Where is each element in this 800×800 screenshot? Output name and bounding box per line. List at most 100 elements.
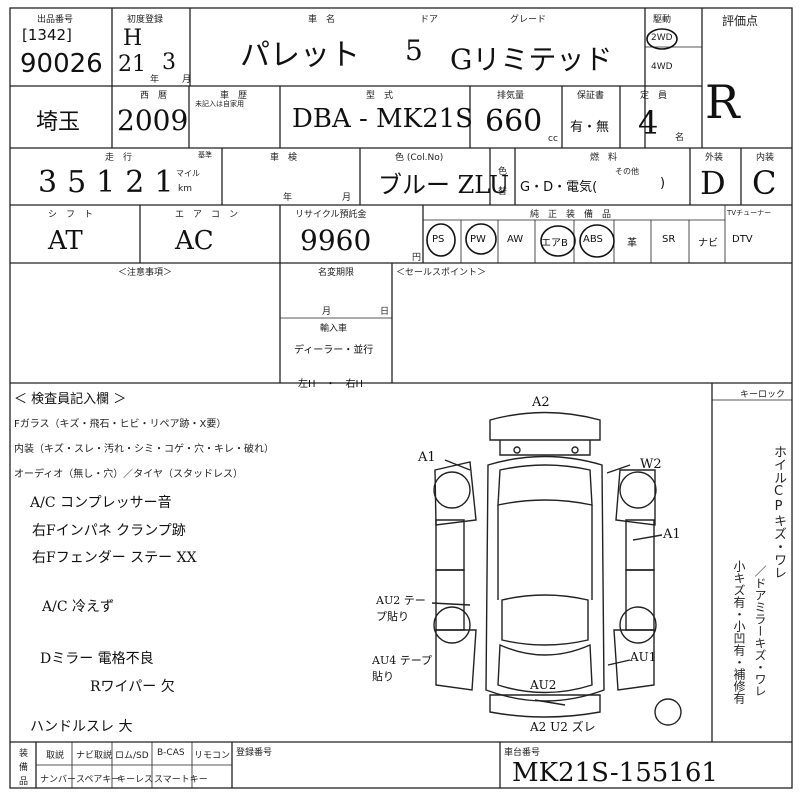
shift: AT xyxy=(48,226,83,256)
side-note-3: ／ドアミラーキズ・ワレ xyxy=(753,565,767,697)
lot-number: 90026 xyxy=(20,49,103,79)
note-7: ハンドルスレ 大 xyxy=(30,719,133,735)
fuel-close: ) xyxy=(660,176,666,191)
equip-leather: 革 xyxy=(627,238,637,249)
footer-item-remote: リモコン xyxy=(194,751,231,761)
interior-label: 内装 xyxy=(756,153,775,163)
equip-navi: ナビ xyxy=(698,238,718,249)
capacity-label: 定 員 xyxy=(640,91,668,101)
chassis-label: 車台番号 xyxy=(504,748,541,758)
footer-item-smart-key: スマートキー xyxy=(154,775,208,785)
equip-pw: PW xyxy=(470,234,486,245)
note-2: 右Fインパネ クランプ跡 xyxy=(32,523,186,539)
history-label: 車 歴 xyxy=(220,91,248,101)
score-label: 評価点 xyxy=(722,14,759,28)
mile-unit: マイル xyxy=(176,169,200,178)
mark-right-front: W2 xyxy=(640,457,662,472)
west-year-label: 西 暦 xyxy=(140,91,168,101)
color-change-1: 色 xyxy=(498,167,508,177)
side-note-2: 小キズ有・小凹有・補修有 xyxy=(732,560,746,704)
footer-equip-1: 装 xyxy=(19,749,29,759)
equipment-label: 純 正 装 備 品 xyxy=(530,210,612,220)
footer-item-manual: 取説 xyxy=(46,751,65,761)
first-reg-month: 3 xyxy=(162,50,176,75)
steering-option: 左H ・ 右H xyxy=(298,379,364,390)
interior-line: 内装（キズ・スレ・汚れ・シミ・コゲ・穴・キレ・破れ） xyxy=(14,444,274,455)
score-value: R xyxy=(705,75,740,129)
color-change-2: 替 xyxy=(498,187,508,197)
footer-item-bcas: B-CAS xyxy=(157,748,185,758)
mileage: 35121 xyxy=(38,165,184,200)
mileage-mark: 基準 xyxy=(198,151,212,159)
equip-dtv: DTV xyxy=(732,234,753,245)
footer-item-keyless: キーレス xyxy=(117,775,154,785)
equip-sr: SR xyxy=(662,234,676,245)
region: 埼玉 xyxy=(36,110,81,135)
mark-right-rear: AU1 xyxy=(630,650,657,664)
displacement: 660 xyxy=(485,104,543,139)
note-4: A/C 冷えず xyxy=(42,599,114,615)
keylock-label: キーロック xyxy=(740,390,786,400)
sales-point-label: ＜セールスポイント＞ xyxy=(396,268,487,278)
mark-rear: AU2 xyxy=(530,678,557,692)
reg-label: 登録番号 xyxy=(236,748,273,758)
mileage-label: 走 行 xyxy=(105,153,133,163)
fuel-options: G・D・電気( xyxy=(520,180,598,195)
door-count: 5 xyxy=(405,34,423,67)
mark-rear-bumper: A2 U2 ズレ xyxy=(530,720,596,734)
drive-2wd: 2WD xyxy=(651,33,673,43)
mark-left-rear: AU4 テープ貼り xyxy=(372,654,433,683)
drive-4wd: 4WD xyxy=(651,62,673,72)
warranty-label: 保証書 xyxy=(577,91,605,101)
grade: Gリミテッド xyxy=(450,43,613,76)
era: H xyxy=(123,26,143,51)
interior-grade: C xyxy=(752,164,777,202)
year-unit: 年 xyxy=(150,75,160,85)
km-unit: km xyxy=(178,184,192,194)
footer-equip-3: 品 xyxy=(19,777,29,787)
equip-abs: ABS xyxy=(583,234,603,245)
exterior-label: 外装 xyxy=(705,153,724,163)
name-change-day: 日 xyxy=(380,307,390,317)
equip-aw: AW xyxy=(507,234,524,245)
side-note-1: ホイルCPキズ・ワレ xyxy=(771,445,786,579)
inspector-title: ＜ 検査員記入欄 ＞ xyxy=(14,392,127,407)
capacity-unit: 名 xyxy=(675,133,685,143)
mark-left-rear-door: AU2 テープ貼り xyxy=(376,594,426,623)
footer-item-navi-manual: ナビ取説 xyxy=(76,751,113,761)
equip-ps: PS xyxy=(432,234,445,245)
glass-line: Fガラス（キズ・飛石・ヒビ・リペア跡・X要） xyxy=(14,419,227,430)
footer-item-spare-key: スペアキー xyxy=(76,775,121,785)
note-6: Rワイパー 欠 xyxy=(90,679,175,695)
car-name: パレット xyxy=(240,38,360,73)
notes-label: ＜注意事項＞ xyxy=(118,268,173,278)
recycle-label: リサイクル預託金 xyxy=(295,210,367,220)
import-label: 輸入車 xyxy=(320,324,348,334)
car-name-label: 車 名 xyxy=(308,15,336,25)
door-label: ドア xyxy=(420,15,439,25)
note-1: A/C コンプレッサー音 xyxy=(30,495,172,511)
inspection-label: 車 検 xyxy=(270,153,298,163)
footer-equip-2: 備 xyxy=(19,763,29,773)
warranty-value: 有・無 xyxy=(570,120,610,135)
dealer-option: ディーラー・並行 xyxy=(294,345,374,356)
grade-label: グレード xyxy=(510,15,547,25)
capacity: 4 xyxy=(638,104,659,142)
displacement-label: 排気量 xyxy=(497,91,525,101)
footer-item-number: ナンバー xyxy=(40,775,77,785)
ac-label: エ ア コ ン xyxy=(175,210,239,220)
exterior-grade: D xyxy=(700,164,726,202)
fuel-other: その他 xyxy=(615,167,639,176)
name-change-label: 名変期限 xyxy=(318,268,355,278)
yen-unit: 円 xyxy=(412,253,422,263)
model-label: 型 式 xyxy=(366,91,394,101)
model-code: DBA - MK21S xyxy=(292,104,473,134)
color-label: 色 (Col.No) xyxy=(395,153,444,163)
lot-label: 出品番号 xyxy=(37,15,74,25)
mark-left-front: A1 xyxy=(418,450,436,465)
equip-airbag: エアB xyxy=(541,238,568,249)
fuel-label: 燃 料 xyxy=(590,153,618,163)
